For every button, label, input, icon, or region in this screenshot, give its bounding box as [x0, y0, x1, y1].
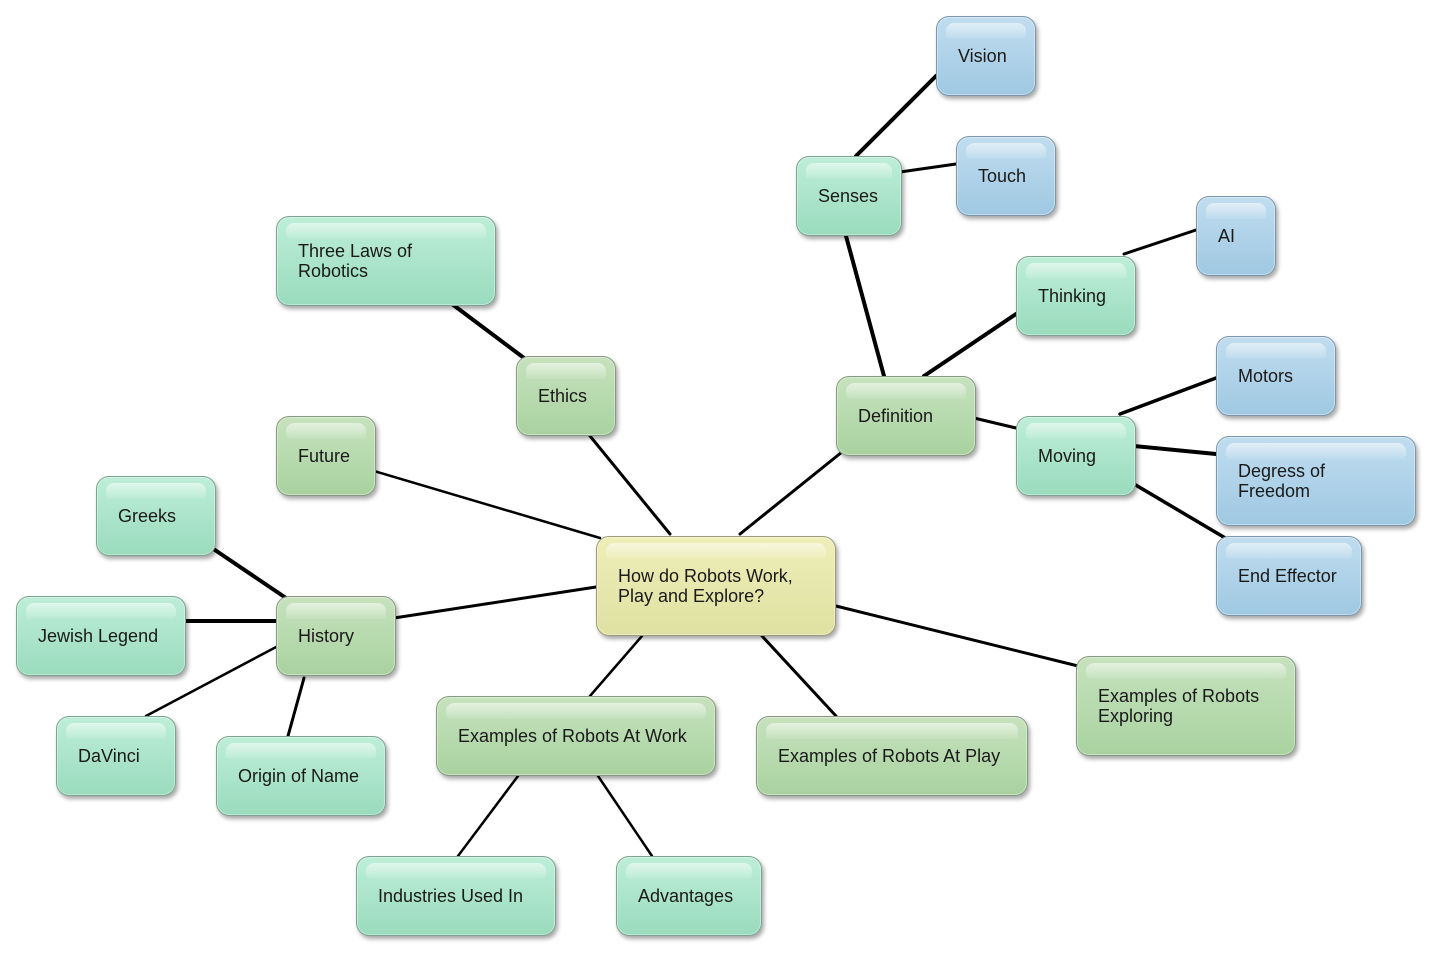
- topic-label: Definition: [858, 406, 934, 426]
- topic-node-robots-at-play[interactable]: Examples of Robots At Play: [756, 716, 1028, 796]
- connector-origin-of-name: [286, 676, 306, 738]
- topic-label: History: [298, 626, 355, 646]
- topic-node-thinking[interactable]: Thinking: [1016, 256, 1136, 336]
- topic-node-advantages[interactable]: Advantages: [616, 856, 762, 936]
- topic-node-touch[interactable]: Touch: [956, 136, 1056, 216]
- topic-node-future[interactable]: Future: [276, 416, 376, 496]
- topic-node-jewish-legend[interactable]: Jewish Legend: [16, 596, 186, 676]
- topic-label: Examples of Robots At Work: [458, 726, 687, 746]
- topic-label: Degress of Freedom: [1238, 461, 1326, 501]
- topic-node-robots-exploring[interactable]: Examples of Robots Exploring: [1076, 656, 1296, 756]
- topic-node-three-laws[interactable]: Three Laws of Robotics: [276, 216, 496, 306]
- topic-label: Moving: [1038, 446, 1097, 466]
- topic-label: Examples of Robots At Play: [778, 746, 1001, 766]
- topic-label: How do Robots Work, Play and Explore?: [618, 566, 793, 606]
- topic-label: Touch: [978, 166, 1027, 186]
- connector-touch: [898, 162, 958, 174]
- connector-degrees-of-freedom: [1132, 444, 1218, 456]
- topic-label: Advantages: [638, 886, 734, 906]
- connector-industries-used-in: [456, 774, 520, 858]
- topic-label: Motors: [1238, 366, 1294, 386]
- topic-label: Origin of Name: [238, 766, 360, 786]
- topic-node-definition[interactable]: Definition: [836, 376, 976, 456]
- topic-label: Three Laws of Robotics: [298, 241, 413, 281]
- topic-label: AI: [1218, 226, 1236, 246]
- topic-label: Vision: [958, 46, 1007, 66]
- connector-future: [372, 469, 602, 540]
- connector-ai: [1122, 228, 1198, 256]
- topic-node-degrees-of-freedom[interactable]: Degress of Freedom: [1216, 436, 1416, 526]
- topic-label: Ethics: [538, 386, 588, 406]
- topic-node-robots-at-work[interactable]: Examples of Robots At Work: [436, 696, 716, 776]
- topic-label: Thinking: [1038, 286, 1107, 306]
- connector-davinci: [144, 644, 280, 718]
- topic-node-motors[interactable]: Motors: [1216, 336, 1336, 416]
- connector-vision: [854, 74, 938, 158]
- connector-robots-at-play: [760, 634, 838, 718]
- topic-node-history[interactable]: History: [276, 596, 396, 676]
- topic-label: Greeks: [118, 506, 177, 526]
- topic-label: Jewish Legend: [38, 626, 159, 646]
- topic-label: Examples of Robots Exploring: [1098, 686, 1260, 726]
- connector-advantages: [596, 774, 654, 858]
- connector-motors: [1118, 376, 1218, 416]
- topic-label: End Effector: [1238, 566, 1337, 586]
- topic-node-origin-of-name[interactable]: Origin of Name: [216, 736, 386, 816]
- connector-history: [392, 585, 598, 620]
- topic-label: Senses: [818, 186, 879, 206]
- connector-three-laws: [450, 302, 526, 360]
- topic-node-ethics[interactable]: Ethics: [516, 356, 616, 436]
- topic-node-industries-used-in[interactable]: Industries Used In: [356, 856, 556, 936]
- topic-node-vision[interactable]: Vision: [936, 16, 1036, 96]
- connector-greeks: [210, 546, 288, 600]
- topic-node-ai[interactable]: AI: [1196, 196, 1276, 276]
- connector-end-effector: [1132, 482, 1234, 544]
- central-topic-node[interactable]: How do Robots Work, Play and Explore?: [596, 536, 836, 636]
- topic-label: Future: [298, 446, 351, 466]
- connector-robots-exploring: [834, 604, 1080, 668]
- topic-node-davinci[interactable]: DaVinci: [56, 716, 176, 796]
- connector-thinking: [922, 312, 1018, 378]
- topic-label: DaVinci: [78, 746, 140, 766]
- connector-senses: [844, 234, 886, 378]
- topic-node-end-effector[interactable]: End Effector: [1216, 536, 1362, 616]
- topic-node-senses[interactable]: Senses: [796, 156, 902, 236]
- connector-moving: [972, 416, 1018, 430]
- topic-label: Industries Used In: [378, 886, 524, 906]
- topic-node-greeks[interactable]: Greeks: [96, 476, 216, 556]
- connector-ethics: [588, 434, 672, 536]
- topic-node-moving[interactable]: Moving: [1016, 416, 1136, 496]
- connector-robots-at-work: [588, 634, 644, 698]
- connector-definition: [738, 450, 844, 536]
